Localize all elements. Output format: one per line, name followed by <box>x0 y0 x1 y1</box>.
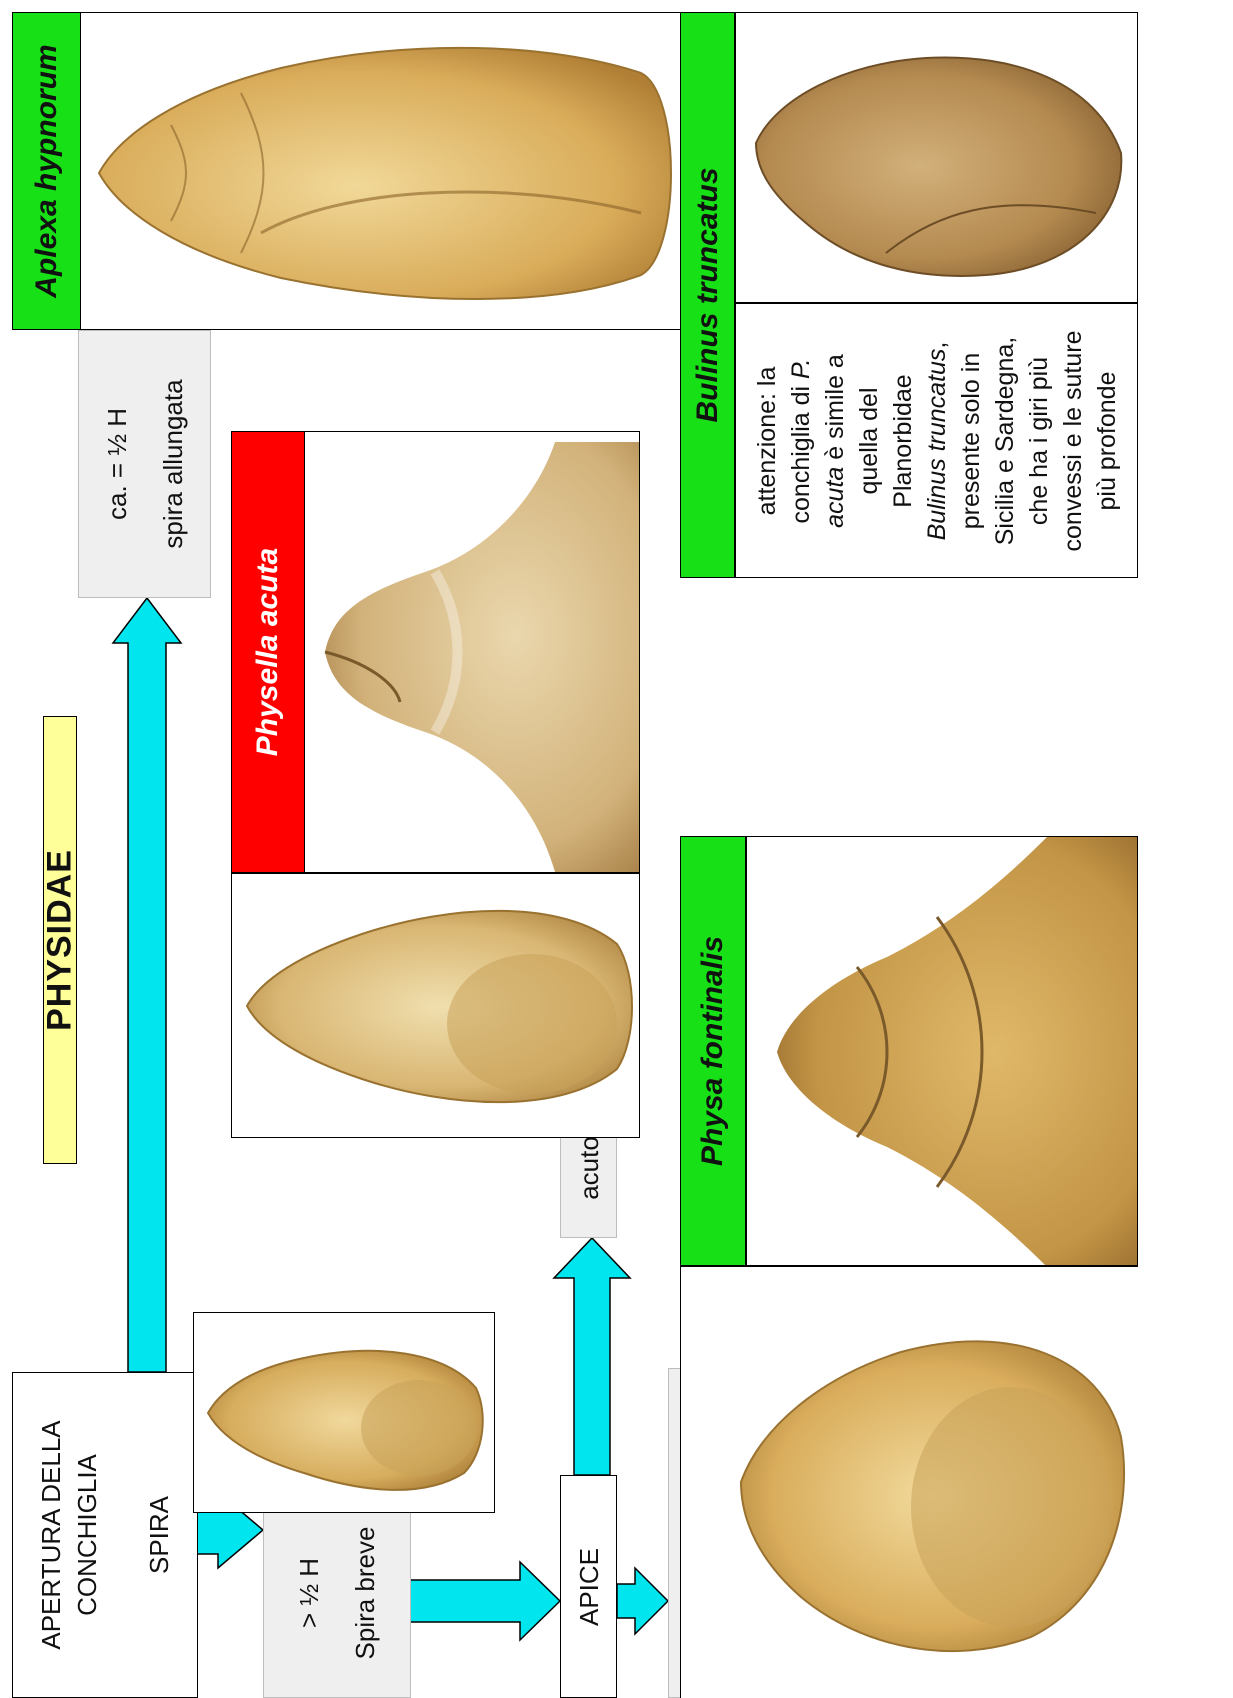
acuto-label: acuto <box>571 1136 607 1200</box>
start-box-line2: CONCHIGLIA <box>69 1420 105 1649</box>
note-line-3a: acuta <box>821 466 849 527</box>
bulinus-note-box: attenzione: la conchiglia di P. acuta è … <box>735 303 1138 578</box>
bulinus-species-name: Bulinus truncatus <box>691 167 725 422</box>
note-line-3b: è simile a <box>821 354 849 467</box>
spira-breve-photo <box>193 1312 495 1513</box>
aplexa-species-name: Aplexa hypnorum <box>30 44 64 297</box>
start-box-line1: APERTURA DELLA <box>33 1420 69 1649</box>
bulinus-shell-image <box>736 13 1138 303</box>
aplexa-shell-image <box>81 13 691 330</box>
note-line-10: convessi e le suture <box>1056 330 1090 551</box>
bulinus-photo <box>735 12 1138 303</box>
bulinus-note: attenzione: la conchiglia di P. acuta è … <box>750 330 1124 551</box>
page-title: PHYSIDAE <box>41 849 80 1031</box>
spira-breve-line1: > ½ H <box>291 1526 327 1659</box>
physa-apex-image <box>747 837 1138 1266</box>
physa-photo-full <box>680 1266 1138 1698</box>
note-line-9: che ha i giri più <box>1022 330 1056 551</box>
physella-apex-image <box>305 432 640 873</box>
apice-label: APICE <box>571 1547 607 1625</box>
note-line-2a: conchiglia di <box>787 378 815 523</box>
spira-breve-line2: Spira breve <box>347 1526 383 1659</box>
spira-allungata-line2: spira allungata <box>155 379 191 548</box>
start-box-line3: SPIRA <box>141 1420 177 1649</box>
spira-breve-box: > ½ H Spira breve <box>263 1487 411 1698</box>
note-line-6a: Bulinus truncatus <box>923 348 951 540</box>
arrow-to-spira-allungata <box>113 598 181 1372</box>
physella-photo-full <box>231 873 640 1138</box>
note-line-6b: , <box>923 341 951 348</box>
spira-allungata-box: ca. = ½ H spira allungata <box>78 330 211 598</box>
physa-shell-image <box>681 1267 1138 1698</box>
physella-label: Physella acuta <box>231 431 305 873</box>
physa-photo-closeup <box>746 836 1138 1266</box>
physella-shell-image <box>232 874 640 1138</box>
note-line-4: quella del <box>852 330 886 551</box>
note-line-1: attenzione: la <box>750 330 784 551</box>
physa-label: Physa fontinalis <box>680 836 746 1266</box>
spira-allungata-line1: ca. = ½ H <box>99 379 135 548</box>
spira-breve-shell-image <box>194 1313 495 1513</box>
note-line-11: più profonde <box>1090 330 1124 551</box>
note-line-7: presente solo in <box>954 330 988 551</box>
aplexa-photo <box>80 12 691 330</box>
arrow-to-acuto <box>554 1238 630 1475</box>
physella-photo-closeup <box>304 431 640 873</box>
apice-box: APICE <box>560 1475 617 1698</box>
aplexa-label: Aplexa hypnorum <box>12 12 81 330</box>
start-box: APERTURA DELLA CONCHIGLIA SPIRA <box>12 1372 198 1698</box>
physa-species-name: Physa fontinalis <box>696 936 730 1166</box>
title-box: PHYSIDAE <box>43 716 77 1164</box>
arrow-to-ottuso <box>617 1568 668 1634</box>
note-line-2b: P. <box>787 358 815 378</box>
note-line-8: Sicilia e Sardegna, <box>988 330 1022 551</box>
arrow-to-apice <box>410 1562 560 1640</box>
physella-species-name: Physella acuta <box>251 548 285 756</box>
note-line-5: Planorbidae <box>886 330 920 551</box>
bulinus-label: Bulinus truncatus <box>680 12 735 578</box>
